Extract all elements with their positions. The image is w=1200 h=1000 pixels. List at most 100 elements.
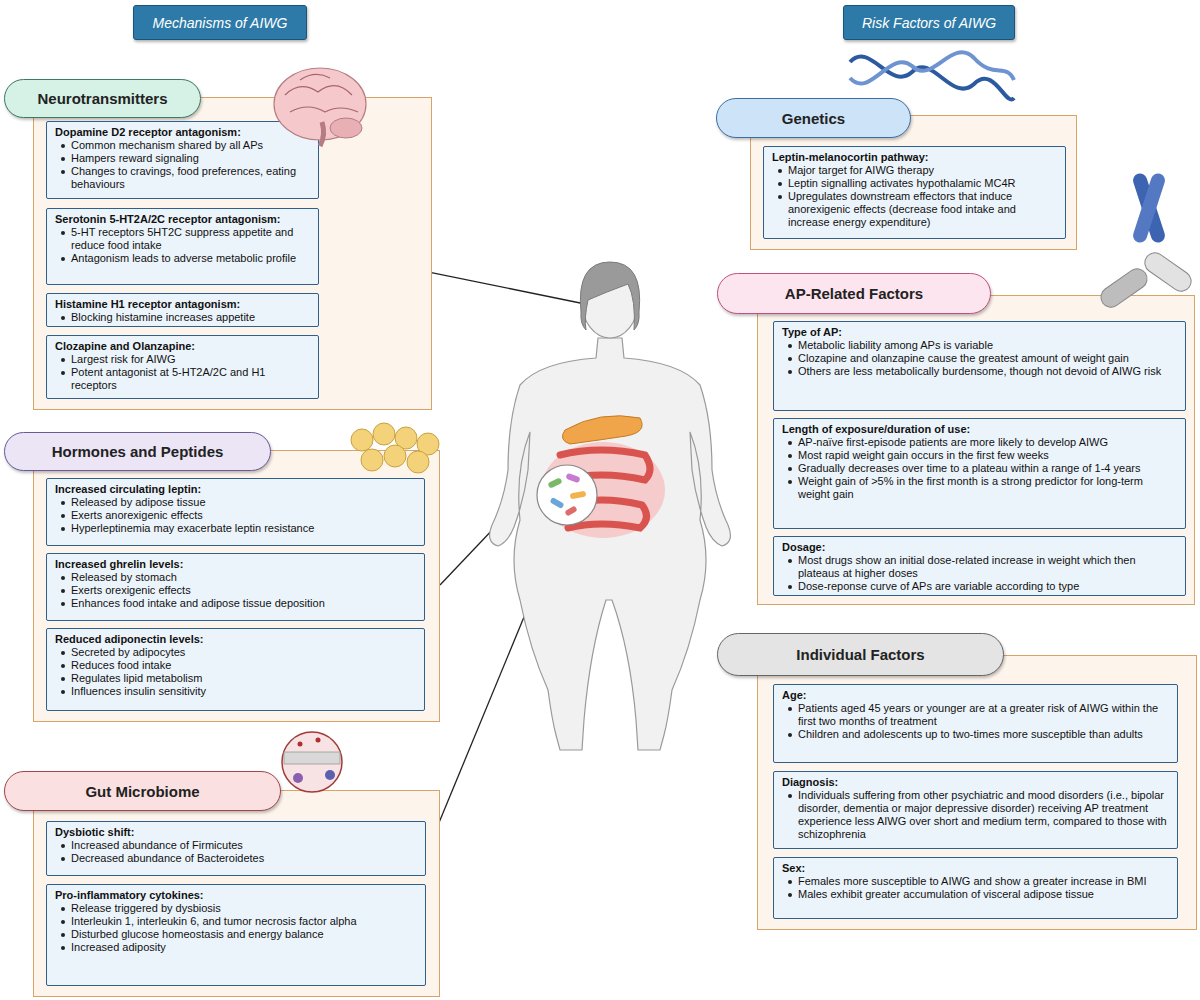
- gut-wall-icon: [282, 732, 342, 792]
- bullet-dot: [61, 602, 65, 606]
- detail-box: Sex:Females more susceptible to AIWG and…: [773, 857, 1178, 919]
- bullet-text: Exerts anorexigenic effects: [71, 509, 203, 522]
- bacterium: [565, 473, 580, 483]
- category-panel: AP-Related FactorsType of AP:Metabolic l…: [757, 295, 1195, 605]
- bullet-item: Clozapine and olanzapine cause the great…: [782, 352, 1177, 365]
- pill-capsule: [1097, 265, 1151, 311]
- bullet-text: 5-HT receptors 5HT2C suppress appetite a…: [71, 226, 310, 252]
- category-panel: Hormones and PeptidesIncreased circulati…: [33, 450, 440, 722]
- brain-folds: [285, 74, 358, 112]
- box-heading: Length of exposure/duration of use:: [782, 423, 1177, 436]
- bullet-item: Dose-reponse curve of APs are variable a…: [782, 580, 1177, 593]
- bullet-text: Changes to cravings, food preferences, e…: [71, 165, 310, 191]
- bullet-item: Individuals suffering from other psychia…: [782, 789, 1169, 841]
- fat-cell: [395, 427, 417, 449]
- brainstem: [320, 122, 324, 146]
- detail-box: Leptin-melanocortin pathway:Major target…: [763, 146, 1066, 239]
- detail-box: Increased circulating leptin:Released by…: [46, 478, 425, 546]
- bullet-item: Antagonism leads to adverse metabolic pr…: [55, 252, 310, 265]
- bullet-item: Major target for AIWG therapy: [772, 164, 1057, 177]
- bullet-text: Clozapine and olanzapine cause the great…: [798, 352, 1129, 365]
- bullet-dot: [788, 794, 792, 798]
- bullet-text: Exerts orexigenic effects: [71, 584, 191, 597]
- bullet-text: Hyperleptinemia may exacerbate leptin re…: [71, 522, 314, 535]
- box-heading: Increased ghrelin levels:: [55, 558, 416, 571]
- bullet-dot: [61, 231, 65, 235]
- bullet-dot: [788, 441, 792, 445]
- bullet-item: Males exhibit greater accumulation of vi…: [782, 888, 1169, 901]
- bullet-item: Blocking histamine increases appetite: [55, 311, 310, 324]
- panel-heading: Genetics: [782, 110, 845, 127]
- bullet-text: Decreased abundance of Bacteroidetes: [71, 852, 264, 865]
- box-heading: Diagnosis:: [782, 776, 1169, 789]
- bullet-dot: [61, 651, 65, 655]
- bullet-text: Secreted by adipocytes: [71, 646, 185, 659]
- bullet-item: Potent antagonist at 5-HT2A/2C and H1 re…: [55, 366, 310, 392]
- bullet-item: Increased adiposity: [55, 941, 417, 954]
- bullet-text: Released by adipose tissue: [71, 496, 206, 509]
- cytokine-dot: [298, 742, 303, 747]
- box-heading: Age:: [782, 689, 1169, 702]
- detail-box: Dysbiotic shift:Increased abundance of F…: [46, 821, 426, 876]
- category-panel: NeurotransmittersDopamine D2 receptor an…: [33, 97, 432, 410]
- panel-heading: Hormones and Peptides: [52, 443, 224, 460]
- fat-cell: [373, 423, 395, 445]
- dna-strand: [850, 56, 1014, 99]
- box-heading: Clozapine and Olanzapine:: [55, 340, 310, 353]
- bullet-dot: [61, 933, 65, 937]
- bullet-dot: [788, 585, 792, 589]
- fat-cell: [361, 449, 383, 471]
- detail-box: Dopamine D2 receptor antagonism:Common m…: [46, 121, 319, 199]
- category-panel: Individual FactorsAge:Patients aged 45 y…: [757, 655, 1197, 930]
- bullet-dot: [788, 733, 792, 737]
- heading-pill: Hormones and Peptides: [4, 432, 271, 471]
- detail-box: Age:Patients aged 45 years or younger ar…: [773, 684, 1178, 763]
- bullet-text: Most rapid weight gain occurs in the fir…: [798, 449, 1049, 462]
- bullet-item: Secreted by adipocytes: [55, 646, 416, 659]
- bullet-text: Individuals suffering from other psychia…: [798, 789, 1169, 841]
- bullet-dot: [61, 664, 65, 668]
- hair: [580, 262, 639, 330]
- bullet-item: Regulates lipid metabolism: [55, 672, 416, 685]
- bullet-dot: [61, 576, 65, 580]
- bullet-text: Increased abundance of Firmicutes: [71, 839, 243, 852]
- bullet-dot: [61, 514, 65, 518]
- fat-cell: [351, 429, 373, 451]
- fat-cell: [384, 445, 406, 467]
- bullet-text: Gradually decreases over time to a plate…: [798, 462, 1140, 475]
- bullet-text: Increased adiposity: [71, 941, 166, 954]
- heading-pill: Neurotransmitters: [4, 79, 201, 118]
- bullet-dot: [788, 893, 792, 897]
- bullet-item: Largest risk for AIWG: [55, 353, 310, 366]
- bullet-dot: [61, 157, 65, 161]
- heading-pill: Gut Microbiome: [4, 771, 281, 811]
- bullet-dot: [788, 707, 792, 711]
- bullet-item: Increased abundance of Firmicutes: [55, 839, 417, 852]
- bullet-item: Upregulates downstream effectors that in…: [772, 190, 1057, 229]
- detail-box: Serotonin 5-HT2A/2C receptor antagonism:…: [46, 208, 319, 285]
- bullet-text: Reduces food intake: [71, 659, 171, 672]
- bullet-dot: [788, 370, 792, 374]
- bullet-item: Release triggered by dysbiosis: [55, 902, 417, 915]
- pill-capsule: [1141, 249, 1195, 295]
- detail-box: Clozapine and Olanzapine:Largest risk fo…: [46, 335, 319, 399]
- bullet-item: Enhances food intake and adipose tissue …: [55, 597, 416, 610]
- bullet-dot: [778, 169, 782, 173]
- detail-box: Increased ghrelin levels:Released by sto…: [46, 553, 425, 621]
- microbiome-circle: [537, 465, 597, 525]
- bullet-text: Males exhibit greater accumulation of vi…: [798, 888, 1094, 901]
- bullet-item: Others are less metabolically burdensome…: [782, 365, 1177, 378]
- bullet-dot: [788, 880, 792, 884]
- bullet-text: Largest risk for AIWG: [71, 353, 176, 366]
- bullet-text: Common mechanism shared by all APs: [71, 139, 263, 152]
- cytokine-dot: [316, 738, 321, 743]
- bullet-item: Patients aged 45 years or younger are at…: [782, 702, 1169, 728]
- box-heading: Dosage:: [782, 541, 1177, 554]
- bullet-dot: [61, 857, 65, 861]
- tab-title: Risk Factors of AIWG: [862, 15, 996, 31]
- bullet-item: Most drugs show an initial dose-related …: [782, 554, 1177, 580]
- bullet-text: Enhances food intake and adipose tissue …: [71, 597, 325, 610]
- bullet-dot: [61, 257, 65, 261]
- heading-pill: Genetics: [716, 98, 911, 138]
- box-heading: Sex:: [782, 862, 1169, 875]
